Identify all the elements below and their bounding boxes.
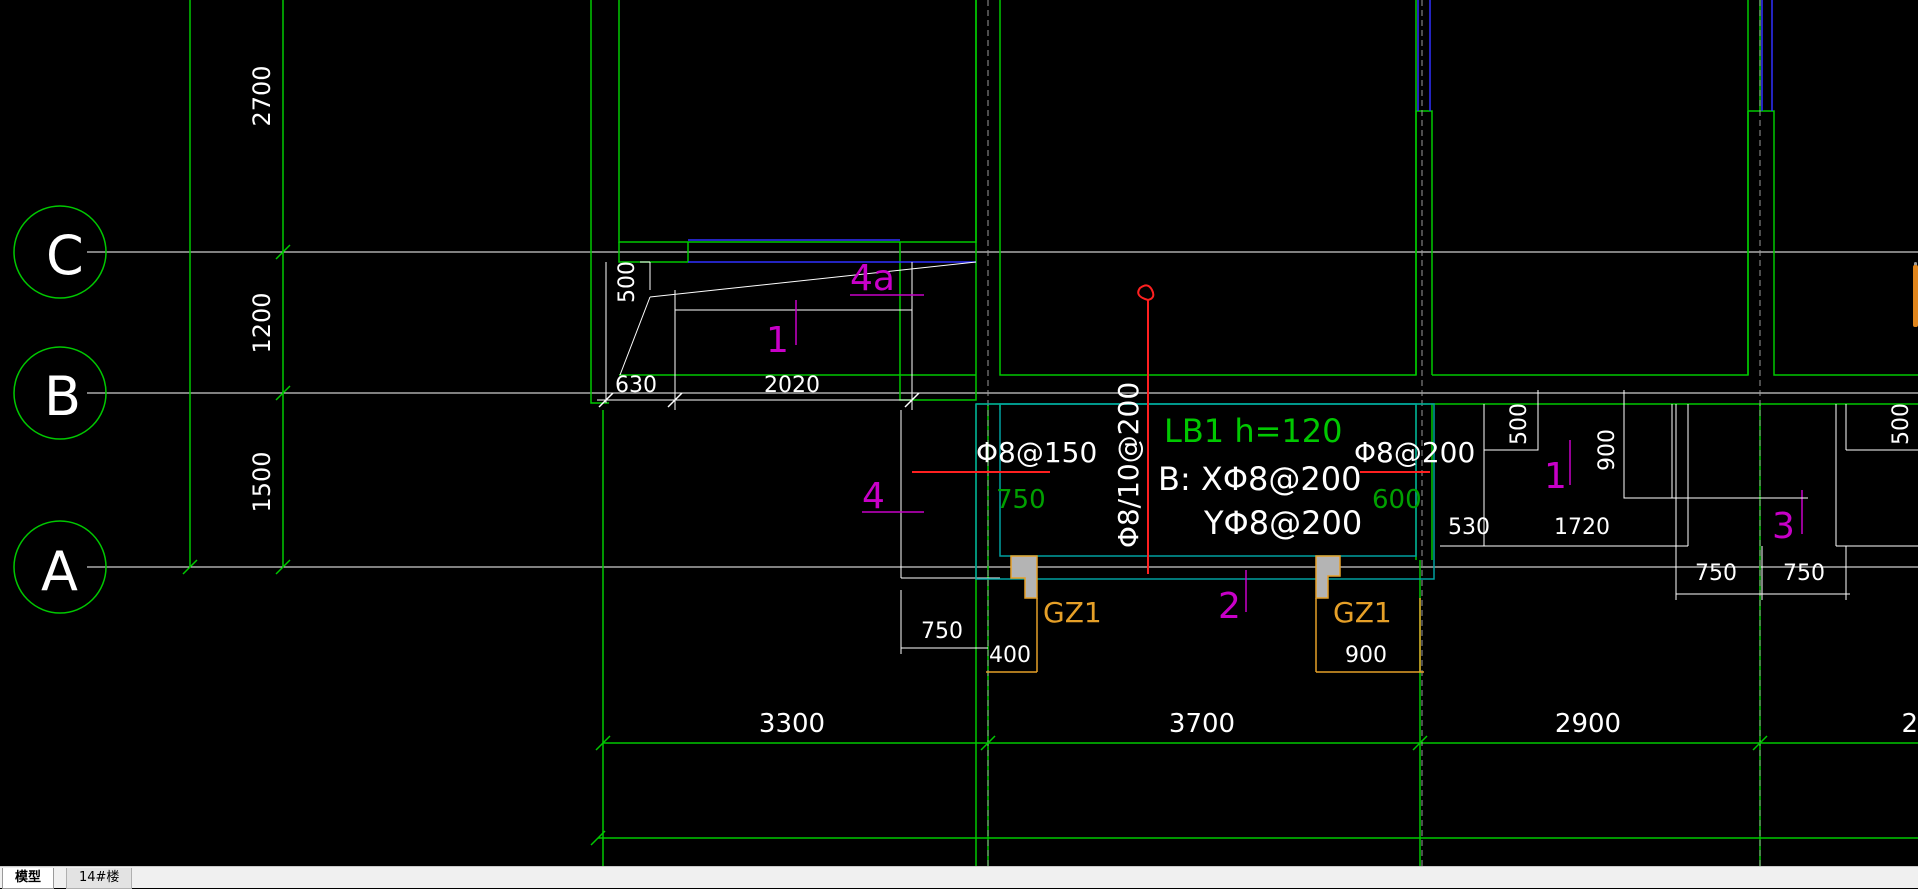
- span-3700: 3700: [1169, 709, 1235, 739]
- cad-drawing-canvas[interactable]: C B A 2700 1200 1500: [0, 0, 1918, 866]
- lower-left-dim-lines: [900, 590, 988, 654]
- span-ticks: [590, 735, 1768, 846]
- column-dim-lines: [986, 598, 1424, 673]
- section-label-1b: 1: [1544, 456, 1567, 497]
- column-gz1-right[interactable]: [1315, 555, 1341, 599]
- left-rebar-length: 750: [996, 485, 1046, 515]
- span-2900: 2900: [1555, 709, 1621, 739]
- column-gz1-left[interactable]: [1010, 555, 1038, 599]
- dim-630: 630: [615, 373, 657, 398]
- section-label-4: 4: [862, 476, 885, 517]
- column-label-gz1-right: GZ1: [1333, 596, 1392, 629]
- span-3300: 3300: [759, 709, 825, 739]
- section-label-2: 2: [1218, 586, 1241, 627]
- slab-bottom-x: B: XΦ8@200: [1158, 460, 1361, 498]
- slab-lb1-labels: LB1 h=120 B: XΦ8@200 YΦ8@200 Φ8@150 750 …: [976, 382, 1475, 548]
- axis-bubble-b[interactable]: B: [13, 346, 107, 440]
- upper-left-detail: [597, 261, 1000, 579]
- right-rebar-length: 600: [1372, 485, 1422, 515]
- dim-900: 900: [1345, 643, 1387, 668]
- dim-1720: 1720: [1554, 515, 1610, 540]
- dim-750-c: 750: [1783, 561, 1825, 586]
- column-label-gz1-left: GZ1: [1043, 596, 1102, 629]
- slab-name: LB1 h=120: [1164, 412, 1342, 450]
- blue-wall-lines: [688, 0, 1773, 263]
- right-detail: [1440, 390, 1918, 600]
- section-label-3: 3: [1772, 506, 1795, 547]
- tab-model[interactable]: 模型: [2, 868, 55, 889]
- left-rebar-label: Φ8@150: [976, 436, 1097, 469]
- axis-label-b: B: [44, 365, 81, 428]
- slab-bottom-y: YΦ8@200: [1203, 504, 1362, 542]
- dim-750-a: 750: [921, 619, 963, 644]
- dim-500-right: 500: [1507, 403, 1532, 445]
- grid-lines: [87, 251, 1918, 568]
- left-dimension-lines: [189, 0, 284, 567]
- dim-1500: 1500: [248, 451, 276, 512]
- dim-2700: 2700: [248, 65, 276, 126]
- axis-bubble-c[interactable]: C: [13, 205, 107, 299]
- section-label-1a: 1: [766, 320, 789, 361]
- layout-tab-bar: 模型 14#楼: [0, 866, 1918, 889]
- axis-bubble-a[interactable]: A: [13, 520, 107, 614]
- slab-rebars: [912, 284, 1430, 574]
- tab-14-building[interactable]: 14#楼: [66, 868, 133, 889]
- section-label-4a: 4a: [850, 258, 895, 299]
- dim-900-right: 900: [1595, 429, 1620, 471]
- scroll-thumb[interactable]: [1913, 265, 1918, 327]
- slab-lb1-outline[interactable]: [975, 403, 1435, 580]
- section-marks: [795, 294, 1803, 612]
- dim-530: 530: [1448, 515, 1490, 540]
- span-partial: 2: [1901, 709, 1918, 739]
- dim-2020: 2020: [764, 373, 820, 398]
- dim-1200: 1200: [248, 292, 276, 353]
- axis-label-c: C: [46, 224, 84, 287]
- dim-500-top: 500: [615, 261, 640, 303]
- left-dimension-ticks: [182, 244, 291, 575]
- right-rebar-label: Φ8@200: [1354, 436, 1475, 469]
- vertical-rebar-label: Φ8/10@200: [1112, 382, 1145, 548]
- span-dimensions: 3300 3700 2900 2: [759, 709, 1918, 739]
- section-labels: 4a 1 4 2 1 3: [766, 258, 1795, 627]
- dim-750-b: 750: [1695, 561, 1737, 586]
- axis-label-a: A: [41, 540, 78, 603]
- dashed-axis-lines: [987, 0, 1761, 866]
- upper-left-ticks: [598, 392, 920, 408]
- dim-500-far: 500: [1889, 403, 1914, 445]
- dim-400: 400: [989, 643, 1031, 668]
